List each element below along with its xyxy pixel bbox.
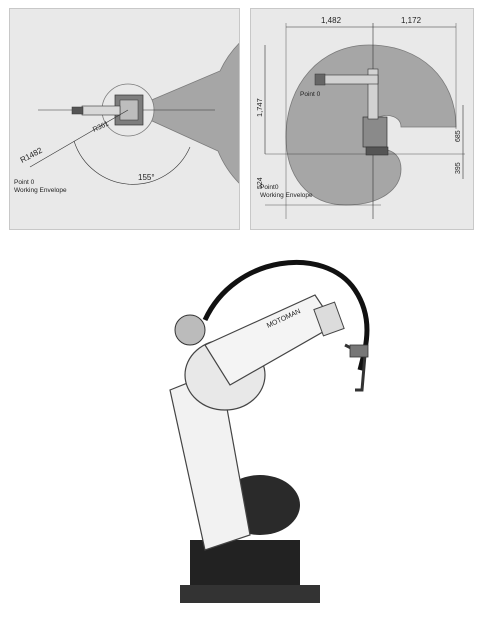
robot-illustration: MOTOMAN	[169, 259, 370, 603]
base-plate	[180, 585, 320, 603]
envelope-label: Working Envelope	[260, 192, 313, 199]
point-label: Point 0	[14, 179, 35, 186]
height-label: 1,747	[255, 98, 264, 117]
reach-left-label: 1,482	[321, 16, 342, 25]
point-marker-label: Point 0	[300, 91, 321, 98]
angle-arc	[73, 140, 191, 185]
point-label: Point0	[260, 184, 279, 191]
wire-feeder	[174, 314, 206, 346]
radius-line	[29, 109, 129, 168]
reach-right-label: 1,172	[401, 16, 422, 25]
inner-radius-label: R361	[92, 120, 110, 133]
radius-label: R1482	[19, 145, 45, 164]
top-view-diagram: R1482 R361 155° Point 0 Working Envelope	[9, 8, 411, 230]
robot-photo: MOTOMAN	[150, 250, 400, 615]
side-view-svg: 1,482 1,172 1,747 524 685 395 Point 0 Po…	[255, 16, 465, 219]
torch-mount	[349, 344, 369, 358]
dim-685-label: 685	[455, 130, 462, 142]
robot-top-view	[71, 94, 144, 126]
envelope-label: Working Envelope	[14, 187, 67, 194]
side-view-diagram: 1,482 1,172 1,747 524 685 395 Point 0 Po…	[250, 8, 474, 230]
wrist	[313, 301, 345, 337]
top-view-svg: R1482 R361 155° Point 0 Working Envelope	[14, 12, 411, 214]
angle-label: 155°	[138, 173, 155, 182]
depth-label: 524	[257, 177, 264, 189]
welding-cable	[202, 259, 370, 371]
robot-side-view	[314, 68, 389, 156]
dim-395-label: 395	[455, 162, 462, 174]
